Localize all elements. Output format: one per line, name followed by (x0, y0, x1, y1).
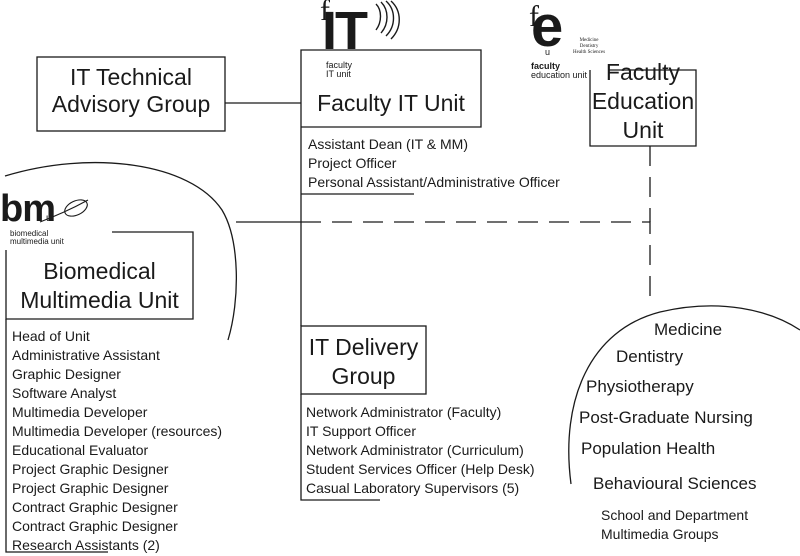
list-item: Multimedia Developer (resources) (12, 423, 223, 439)
it-unit-box (300, 49, 482, 128)
list-item: Casual Laboratory Supervisors (5) (306, 480, 520, 496)
advisory-group-box (36, 56, 226, 132)
education-unit-title: Faculty Education Unit (590, 58, 696, 145)
edu-logo-tiny-line1: Medicine (579, 38, 599, 43)
list-item: Graphic Designer (12, 366, 121, 382)
education-unit-logo: f e u Medicine Dentistry Health Sciences… (527, 0, 617, 84)
edu-logo-caption-line2: education unit (531, 70, 588, 80)
bmu-logo-caption-line1: biomedical (10, 229, 49, 238)
it-logo-caption-line1: faculty (326, 60, 353, 70)
delivery-title-line2: Group (331, 363, 396, 389)
edu-logo-caption-line1: faculty (531, 61, 561, 71)
list-item: Student Services Officer (Help Desk) (306, 461, 535, 477)
list-item: Network Administrator (Curriculum) (306, 442, 524, 458)
list-item: Assistant Dean (IT & MM) (308, 136, 469, 152)
it-logo-waves-icon (375, 0, 400, 40)
biomedical-unit-logo: bm u biomedical multimedia unit (0, 188, 110, 252)
list-item: IT Support Officer (306, 423, 416, 439)
delivery-group-box (300, 325, 427, 395)
school-behavioural-sciences: Behavioural Sciences (593, 474, 757, 493)
biomedical-staff-list: Head of Unit Administrative Assistant Gr… (12, 327, 222, 555)
biomedical-unit-title: Biomedical Multimedia Unit (6, 257, 193, 315)
it-logo-caption-line2: IT unit (326, 69, 351, 79)
edu-logo-tiny-text: Medicine Dentistry Health Sciences (573, 38, 605, 56)
list-item: Project Graphic Designer (12, 461, 169, 477)
biomedical-arc (4, 162, 237, 341)
edu-logo-letter-f: f (529, 0, 539, 33)
delivery-staff-list: Network Administrator (Faculty) IT Suppo… (306, 403, 535, 498)
edu-logo-letter-u: u (545, 47, 551, 57)
school-medicine: Medicine (654, 320, 723, 339)
bmu-logo-swirl-icon (39, 199, 89, 223)
school-dentistry: Dentistry (616, 347, 684, 366)
it-unit-title: Faculty IT Unit (317, 90, 465, 116)
biomedical-unit-box (5, 231, 194, 320)
list-item: Multimedia Developer (12, 404, 148, 420)
bmu-logo-caption-line2: multimedia unit (10, 237, 64, 246)
list-item: Project Officer (308, 155, 397, 171)
list-item: Contract Graphic Designer (12, 518, 178, 534)
list-item: Project Graphic Designer (12, 480, 169, 496)
edu-title-line3: Unit (622, 117, 664, 143)
edu-logo-tiny-line3: Health Sciences (573, 50, 606, 55)
list-item: Administrative Assistant (12, 347, 160, 363)
advisory-title-line1: IT Technical (70, 64, 192, 90)
list-item: Contract Graphic Designer (12, 499, 178, 515)
bmu-title-line1: Biomedical (43, 258, 156, 284)
it-unit-staff-list: Assistant Dean (IT & MM) Project Officer… (308, 135, 560, 192)
list-item: Educational Evaluator (12, 442, 149, 458)
it-unit-logo: f IT faculty IT unit (318, 0, 403, 82)
list-item: Personal Assistant/Administrative Office… (308, 174, 560, 190)
edu-title-line2: Education (591, 88, 695, 114)
it-logo-letter-f: f (320, 0, 330, 27)
list-item: Network Administrator (Faculty) (306, 404, 502, 420)
list-item: Research Assistants (2) (12, 537, 160, 553)
it-logo-caption: faculty IT unit (326, 61, 352, 79)
bmu-title-line2: Multimedia Unit (20, 287, 179, 313)
biomedical-staff-bracket (5, 319, 108, 553)
education-unit-box (589, 69, 697, 147)
delivery-staff-bracket (300, 394, 380, 501)
bmu-logo-letters: bm (0, 188, 56, 230)
it-logo-letters: IT (322, 1, 368, 61)
bmu-logo-letter-u: u (46, 213, 52, 224)
schools-footer-line1: School and Department (601, 507, 749, 523)
edu-logo-letter-e: e (531, 0, 564, 59)
edu-logo-tiny-line2: Dentistry (579, 44, 599, 49)
schools-footer: School and Department Multimedia Groups (601, 506, 748, 544)
delivery-title-line1: IT Delivery (308, 334, 419, 360)
edu-logo-caption: faculty education unit (531, 62, 587, 80)
schools-footer-line2: Multimedia Groups (601, 526, 719, 542)
advisory-group-title: IT Technical Advisory Group (37, 64, 225, 118)
delivery-group-title: IT Delivery Group (301, 333, 426, 391)
bmu-logo-caption: biomedical multimedia unit (10, 230, 64, 246)
edu-title-line1: Faculty (605, 59, 681, 85)
list-item: Head of Unit (12, 328, 90, 344)
school-post-graduate-nursing: Post-Graduate Nursing (579, 408, 753, 427)
advisory-title-line2: Advisory Group (51, 91, 211, 118)
school-physiotherapy: Physiotherapy (586, 377, 694, 396)
schools-arc (568, 305, 800, 485)
schools-dashed-link (301, 221, 651, 306)
list-item: Software Analyst (12, 385, 117, 401)
school-population-health: Population Health (581, 439, 716, 458)
